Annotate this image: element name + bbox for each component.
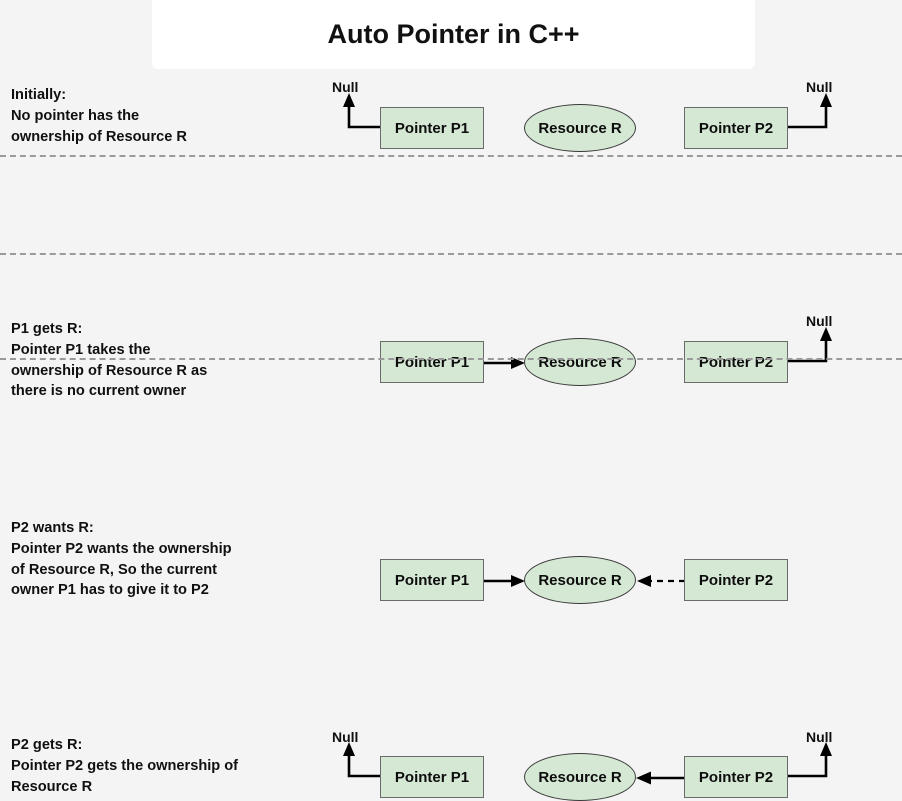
p2-to-resource-dashed-arrow-3 bbox=[637, 575, 685, 587]
pointer-p1-label-2: Pointer P1 bbox=[394, 353, 470, 371]
row-p1-gets-r: P1 gets R: Pointer P1 takes the ownershi… bbox=[0, 155, 902, 399]
row-p1-gets-r-body: Pointer P1 takes the ownership of Resour… bbox=[11, 342, 208, 399]
p2-null-label-2: Null bbox=[806, 313, 833, 329]
resource-r-label-2: Resource R bbox=[538, 353, 622, 371]
row-initially: Initially: No pointer has the ownership … bbox=[0, 0, 902, 155]
resource-r-ellipse-3[interactable]: Resource R bbox=[524, 556, 636, 604]
pointer-p1-box-2[interactable]: Pointer P1 bbox=[380, 341, 484, 383]
page-title: Auto Pointer in C++ bbox=[327, 19, 580, 49]
row-p2-wants-r-body: Pointer P2 wants the ownership of Resour… bbox=[11, 541, 232, 598]
resource-r-label-3: Resource R bbox=[538, 571, 622, 589]
resource-r-ellipse-4[interactable]: Resource R bbox=[524, 753, 636, 801]
resource-r-ellipse-2[interactable]: Resource R bbox=[524, 338, 636, 386]
p2-null-label-1: Null bbox=[806, 79, 833, 95]
row-initially-heading: Initially: bbox=[11, 87, 67, 103]
pointer-p2-label-3: Pointer P2 bbox=[698, 571, 774, 589]
p2-null-connector-1 bbox=[788, 93, 832, 129]
resource-r-ellipse-1[interactable]: Resource R bbox=[524, 104, 636, 152]
pointer-p1-label-1: Pointer P1 bbox=[394, 119, 470, 137]
p2-null-connector-4 bbox=[788, 742, 832, 778]
pointer-p1-box-4[interactable]: Pointer P1 bbox=[380, 756, 484, 798]
row-p2-gets-r-body: Pointer P2 gets the ownership of Resourc… bbox=[11, 758, 239, 795]
p1-null-label-1: Null bbox=[332, 79, 359, 95]
p2-to-resource-arrow-4 bbox=[636, 771, 685, 785]
pointer-p1-box-3[interactable]: Pointer P1 bbox=[380, 559, 484, 601]
p1-to-resource-arrow-2 bbox=[484, 357, 525, 369]
pointer-p2-label-1: Pointer P2 bbox=[698, 119, 774, 137]
row-p1-gets-r-heading: P1 gets R: bbox=[11, 321, 83, 337]
p2-null-label-4: Null bbox=[806, 729, 833, 745]
p1-null-connector-1 bbox=[343, 93, 387, 129]
row-p2-gets-r-heading: P2 gets R: bbox=[11, 737, 83, 753]
p1-null-label-4: Null bbox=[332, 729, 359, 745]
resource-r-label-4: Resource R bbox=[538, 768, 622, 786]
pointer-p2-box-4[interactable]: Pointer P2 bbox=[684, 756, 788, 798]
pointer-p2-box-1[interactable]: Pointer P2 bbox=[684, 107, 788, 149]
resource-r-label-1: Resource R bbox=[538, 119, 622, 137]
divider-3 bbox=[0, 358, 902, 360]
row-initially-body: No pointer has the ownership of Resource… bbox=[11, 108, 187, 145]
pointer-p1-box-1[interactable]: Pointer P1 bbox=[380, 107, 484, 149]
pointer-p1-label-3: Pointer P1 bbox=[394, 571, 470, 589]
row-p2-wants-r-heading: P2 wants R: bbox=[11, 520, 94, 536]
pointer-p2-label-2: Pointer P2 bbox=[698, 353, 774, 371]
title-bar: Auto Pointer in C++ bbox=[152, 0, 755, 69]
pointer-p2-box-2[interactable]: Pointer P2 bbox=[684, 341, 788, 383]
pointer-p2-label-4: Pointer P2 bbox=[698, 768, 774, 786]
pointer-p2-box-3[interactable]: Pointer P2 bbox=[684, 559, 788, 601]
pointer-p1-label-4: Pointer P1 bbox=[394, 768, 470, 786]
divider-2 bbox=[0, 253, 902, 255]
p2-null-connector-2 bbox=[788, 327, 832, 363]
p1-to-resource-arrow-3 bbox=[484, 575, 525, 587]
row-p2-wants-r: P2 wants R: Pointer P2 wants the ownersh… bbox=[0, 253, 902, 604]
row-p2-gets-r: P2 gets R: Pointer P2 gets the ownership… bbox=[0, 358, 902, 801]
divider-1 bbox=[0, 155, 902, 157]
